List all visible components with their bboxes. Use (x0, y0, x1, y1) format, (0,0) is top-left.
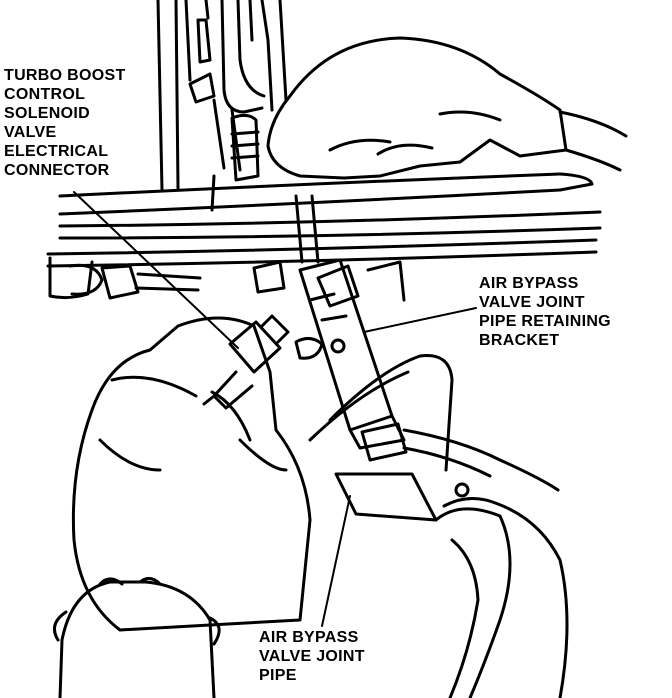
upper-hoses (156, 0, 288, 212)
solenoid-connector (202, 314, 290, 410)
leader-bracket (363, 307, 477, 333)
label-solenoid-connector: TURBO BOOST CONTROL SOLENOID VALVE ELECT… (4, 67, 126, 179)
upper-hand (266, 36, 628, 180)
horizontal-rods (46, 172, 602, 268)
joint-pipe (334, 428, 569, 698)
retaining-bracket (252, 258, 408, 462)
leader-pipe (321, 495, 351, 627)
vacuum-line (308, 354, 454, 472)
label-joint-pipe: AIR BYPASS VALVE JOINT PIPE (259, 629, 365, 684)
left-hose-clamp (48, 256, 202, 300)
label-retaining-bracket: AIR BYPASS VALVE JOINT PIPE RETAINING BR… (479, 275, 611, 349)
leader-solenoid (73, 191, 239, 349)
leader-lines (73, 191, 477, 627)
radiator-cap (52, 577, 221, 698)
